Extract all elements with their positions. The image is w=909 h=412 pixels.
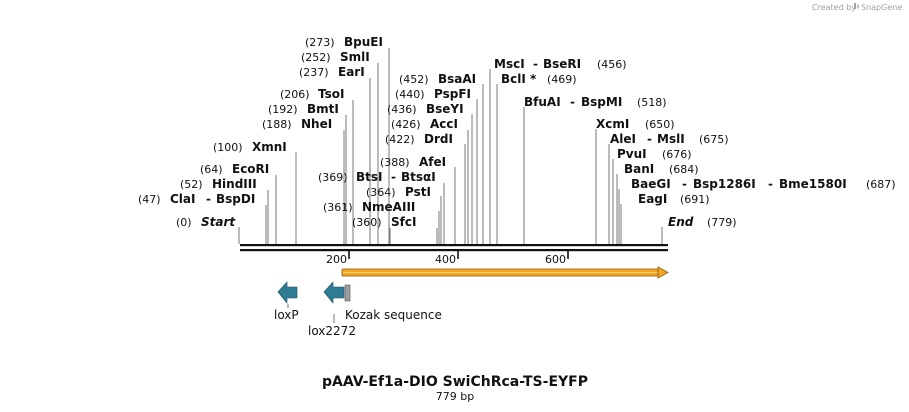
snapgene-logo-icon (854, 3, 859, 9)
site-position: (47) (138, 193, 161, 206)
start-label: Start (201, 215, 236, 229)
site-enzyme: Bsp1286I (693, 177, 756, 191)
site-enzyme: BmtI (307, 102, 339, 116)
kozak-feature: Kozak sequence (344, 284, 442, 322)
site-position: (252) (301, 51, 331, 64)
site-position: (64) (200, 163, 223, 176)
site-position: (456) (597, 58, 627, 71)
site-position: (188) (262, 118, 292, 131)
site-enzyme: BanI (624, 162, 654, 176)
site-position: (469) (547, 73, 577, 86)
site-position: (440) (395, 88, 425, 101)
site-position: (675) (699, 133, 729, 146)
ruler-tick-label: 400 (435, 253, 456, 266)
credit-brand: SnapGene (861, 3, 902, 12)
svg-text:-: - (768, 177, 773, 191)
site-enzyme: EcoRI (232, 162, 269, 176)
end-label: End (668, 215, 694, 229)
site-position: (687) (866, 178, 896, 191)
site-position: (650) (645, 118, 675, 131)
site-position: (361) (323, 201, 353, 214)
site-position: (237) (299, 66, 329, 79)
site-position: (676) (662, 148, 692, 161)
site-position: (426) (391, 118, 421, 131)
site-enzyme: Bme1580I (779, 177, 847, 191)
site-enzyme: BseRI (543, 57, 581, 71)
site-enzyme: XmnI (252, 140, 287, 154)
svg-text:-: - (391, 170, 396, 184)
site-enzyme: PstI (405, 185, 431, 199)
site-enzyme: MscI (494, 57, 525, 71)
ruler-tick-label: 600 (545, 253, 566, 266)
site-position: (452) (399, 73, 429, 86)
site-enzyme: AleI (610, 132, 636, 146)
site-enzyme: TsoI (318, 87, 344, 101)
site-position: (206) (280, 88, 310, 101)
site-enzyme: BaeGI (631, 177, 671, 191)
svg-text:-: - (533, 57, 538, 71)
site-enzyme: PvuI (617, 147, 647, 161)
site-enzyme: NmeAIII (362, 200, 415, 214)
site-enzyme: BspMI (581, 95, 622, 109)
site-enzyme: NheI (301, 117, 332, 131)
svg-text:-: - (647, 132, 652, 146)
site-position: (684) (669, 163, 699, 176)
site-enzyme: XcmI (596, 117, 629, 131)
site-enzyme: HindIII (212, 177, 257, 191)
loxp-feature: loxP (274, 281, 299, 322)
svg-text:-: - (682, 177, 687, 191)
restriction-sites: (0) Start End (779) (47) ClaI - BspDI (5… (138, 35, 896, 229)
snapgene-credit: Created by SnapGene (812, 3, 902, 12)
site-enzyme: MslI (657, 132, 685, 146)
site-enzyme: ClaI (170, 192, 195, 206)
sequence-backbone: 200 400 600 (240, 244, 668, 266)
site-enzyme: BtsαI (401, 170, 436, 184)
site-leader-lines (238, 48, 663, 244)
site-position: (518) (637, 96, 667, 109)
site-enzyme: BclI * (501, 72, 537, 86)
start-position: (0) (176, 216, 192, 229)
site-position: (369) (318, 171, 348, 184)
site-enzyme: SfcI (391, 215, 416, 229)
svg-text:-: - (206, 192, 211, 206)
site-position: (422) (385, 133, 415, 146)
lox2272-feature: lox2272 (308, 281, 356, 338)
site-position: (436) (387, 103, 417, 116)
site-position: (192) (268, 103, 298, 116)
site-position: (364) (366, 186, 396, 199)
site-position: (388) (380, 156, 410, 169)
map-length: 779 bp (436, 390, 474, 403)
ruler-ticks (348, 251, 569, 259)
site-position: (100) (213, 141, 243, 154)
map-title: pAAV-Ef1a-DIO SwiChRca-TS-EYFP (322, 374, 588, 390)
site-position: (360) (352, 216, 382, 229)
site-enzyme: AfeI (419, 155, 446, 169)
site-enzyme: BpuEI (344, 35, 383, 49)
forward-feature-arrow (341, 266, 669, 279)
end-position: (779) (707, 216, 737, 229)
site-enzyme: EarI (338, 65, 365, 79)
site-enzyme: PspFI (434, 87, 471, 101)
feature-label-kozak: Kozak sequence (345, 308, 442, 322)
site-enzyme: DrdI (424, 132, 453, 146)
site-position: (691) (680, 193, 710, 206)
site-enzyme: BspDI (216, 192, 255, 206)
site-enzyme: AccI (430, 117, 458, 131)
site-enzyme: SmlI (340, 50, 370, 64)
site-enzyme: BfuAI (524, 95, 561, 109)
svg-text:-: - (570, 95, 575, 109)
site-enzyme: EagI (638, 192, 667, 206)
site-position: (52) (180, 178, 203, 191)
site-enzyme: BseYI (426, 102, 464, 116)
site-position: (273) (305, 36, 335, 49)
feature-label-loxp: loxP (274, 308, 299, 322)
site-enzyme: BsaAI (438, 72, 476, 86)
ruler-tick-label: 200 (326, 253, 347, 266)
feature-label-lox2272: lox2272 (308, 324, 356, 338)
site-enzyme: BtsI (356, 170, 383, 184)
credit-text: Created by (812, 3, 856, 12)
